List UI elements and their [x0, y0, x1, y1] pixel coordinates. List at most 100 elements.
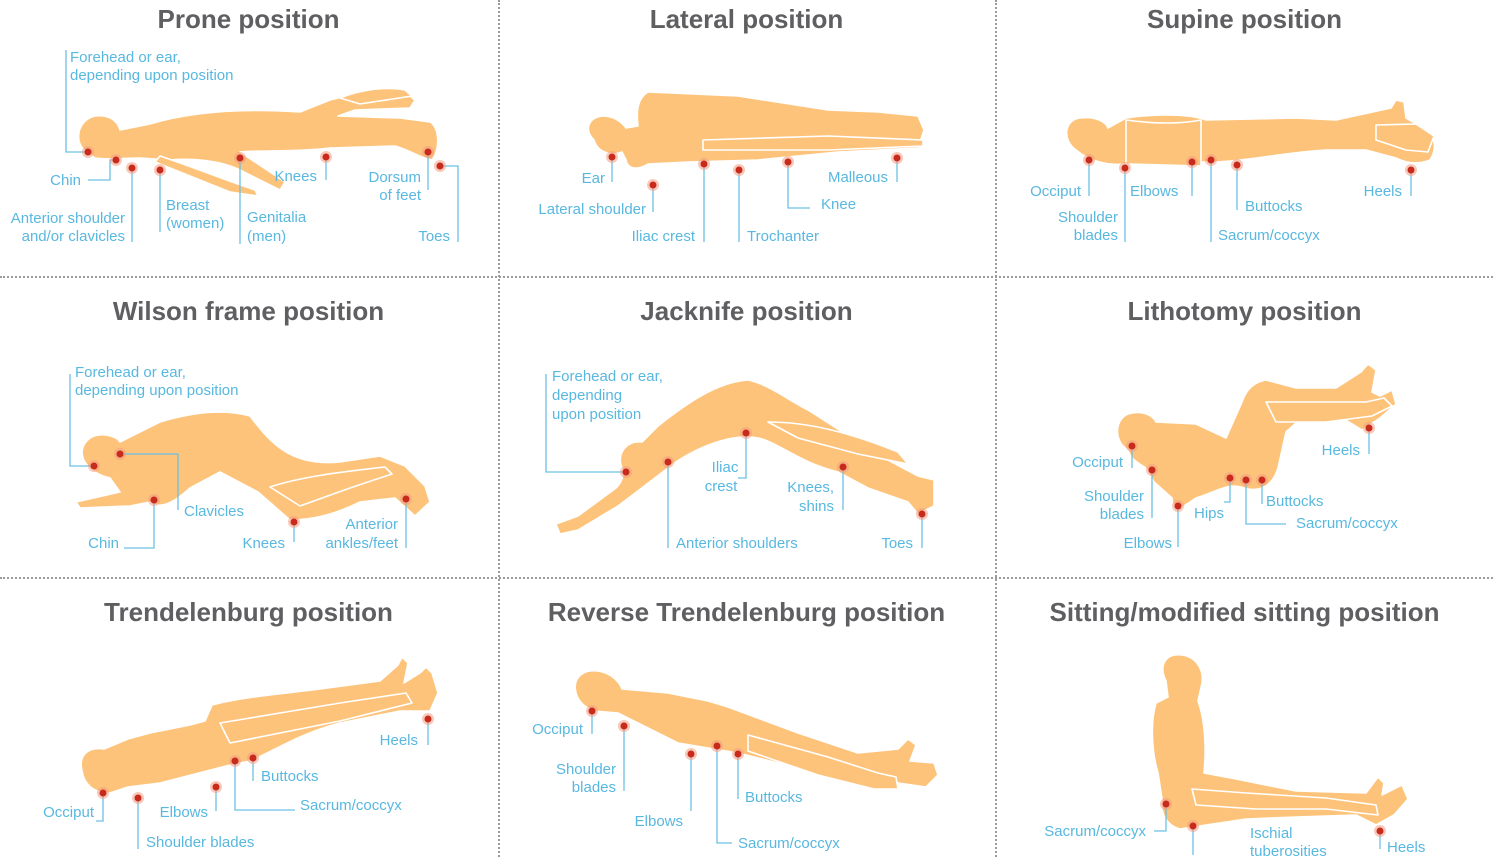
label-forehead: Forehead or ear,: [552, 368, 663, 385]
pressure-point: [425, 716, 432, 723]
pressure-point: [1243, 477, 1250, 484]
body-silhouette: [1067, 100, 1435, 166]
body-shape: [76, 412, 430, 520]
label-forehead: depending: [552, 387, 622, 404]
panel-lateral: Lateral position Ear Malleous Knee Later…: [498, 0, 995, 276]
label-buttocks: Buttocks: [1245, 198, 1303, 215]
label-sacrum: Sacrum/coccyx: [1296, 515, 1398, 532]
label-ischial-tuberosities: tuberosities: [1250, 843, 1327, 857]
leader-line: [124, 500, 154, 548]
label-sacrum: Sacrum/coccyx: [738, 835, 840, 852]
label-toes: Toes: [418, 228, 450, 245]
label-shoulder-blades: blades: [572, 779, 616, 796]
label-elbows: Elbows: [635, 813, 683, 830]
label-ischial-tuberosities: Ischial: [1250, 825, 1293, 842]
pressure-point: [650, 182, 657, 189]
label-anterior-ankles: Anterior: [345, 516, 398, 533]
label-forehead: depending upon position: [75, 382, 238, 399]
label-forehead: upon position: [552, 406, 641, 423]
pressure-point: [1259, 477, 1266, 484]
wilson-frame-figure: Forehead or ear, depending upon position…: [0, 292, 497, 577]
pressure-point: [1208, 157, 1215, 164]
label-knees-shins: shins: [799, 498, 834, 515]
panel-sitting: Sitting/modified sitting position Sacrum…: [996, 593, 1493, 857]
pressure-point: [151, 497, 158, 504]
label-anterior-shoulder: and/or clavicles: [22, 228, 125, 245]
label-forehead: Forehead or ear,: [70, 49, 181, 66]
pressure-point: [743, 430, 750, 437]
label-iliac-crest: Iliac crest: [632, 228, 696, 245]
pressure-point: [437, 163, 444, 170]
pressure-point: [232, 758, 239, 765]
panel-supine: Supine position Occiput Elbows Heels Sho…: [996, 0, 1493, 276]
pressure-point: [621, 723, 628, 730]
label-occiput: Occiput: [1030, 183, 1082, 200]
pressure-point: [1408, 167, 1415, 174]
label-knees-shins: Knees,: [787, 479, 834, 496]
pressure-point: [157, 167, 164, 174]
body-shape: [588, 92, 924, 168]
supine-figure: Occiput Elbows Heels Shoulder blades But…: [996, 0, 1493, 276]
label-knees: Knees: [242, 535, 285, 552]
label-sacrum: Sacrum/coccyx: [1044, 823, 1146, 840]
label-dorsum: Dorsum: [368, 169, 421, 186]
pressure-point: [91, 463, 98, 470]
label-shoulder-blades: blades: [1100, 506, 1144, 523]
label-anterior-shoulders: Anterior shoulders: [676, 535, 798, 552]
label-elbows: Elbows: [1130, 183, 1178, 200]
label-shoulder-blades: Shoulder: [1084, 488, 1144, 505]
label-elbows: Elbows: [160, 804, 208, 821]
label-ear: Ear: [582, 170, 605, 187]
jacknife-figure: Forehead or ear, depending upon position…: [498, 292, 995, 577]
row-divider: [0, 577, 1493, 579]
label-forehead: Forehead or ear,: [75, 364, 186, 381]
sitting-figure: Sacrum/coccyx Ischial tuberosities Heels: [996, 593, 1493, 857]
label-toes: Toes: [881, 535, 913, 552]
pressure-point: [1377, 828, 1384, 835]
pressure-point: [623, 469, 630, 476]
body-shape: [575, 671, 938, 787]
leader-line: [717, 746, 732, 843]
pressure-point: [840, 464, 847, 471]
pressure-point: [100, 790, 107, 797]
pressure-point: [1086, 157, 1093, 164]
leader-line: [738, 433, 746, 478]
label-occiput: Occiput: [1072, 454, 1124, 471]
panel-jacknife: Jacknife position Forehead or ear, depen…: [498, 292, 995, 577]
pressure-point: [701, 161, 708, 168]
body-silhouette: [1118, 364, 1397, 508]
leader-line: [788, 162, 810, 208]
label-buttocks: Buttocks: [1266, 493, 1324, 510]
label-buttocks: Buttocks: [261, 768, 319, 785]
label-knee: Knee: [821, 196, 856, 213]
label-lateral-shoulder: Lateral shoulder: [538, 201, 646, 218]
pressure-point: [135, 795, 142, 802]
pressure-point: [1163, 801, 1170, 808]
lithotomy-figure: Occiput Heels Shoulder blades Buttocks H…: [996, 292, 1493, 577]
pressure-point: [665, 459, 672, 466]
label-iliac-crest: crest: [705, 478, 738, 495]
body-silhouette: [81, 657, 438, 793]
pressure-point: [714, 743, 721, 750]
pressure-point: [250, 755, 257, 762]
label-breast: (women): [166, 215, 224, 232]
label-heels: Heels: [380, 732, 418, 749]
label-sacrum: Sacrum/coccyx: [300, 797, 402, 814]
pressure-point: [735, 751, 742, 758]
pressure-point: [323, 154, 330, 161]
label-genitalia: Genitalia: [247, 209, 307, 226]
label-anterior-ankles: ankles/feet: [325, 535, 398, 552]
body-silhouette: [1152, 655, 1408, 829]
pressure-point: [609, 154, 616, 161]
body-silhouette: [588, 92, 924, 168]
pressure-point: [589, 708, 596, 715]
body-shape: [1118, 364, 1397, 508]
label-forehead: depending upon position: [70, 67, 233, 84]
body-silhouette: [76, 412, 430, 520]
pressure-point: [1227, 475, 1234, 482]
panel-prone: Prone position Forehead or ear: [0, 0, 497, 276]
pressure-point: [117, 451, 124, 458]
label-genitalia: (men): [247, 228, 286, 245]
label-shoulder-blades: Shoulder blades: [146, 834, 254, 851]
reverse-trendelenburg-figure: Occiput Shoulder blades Buttocks Elbows …: [498, 593, 995, 857]
